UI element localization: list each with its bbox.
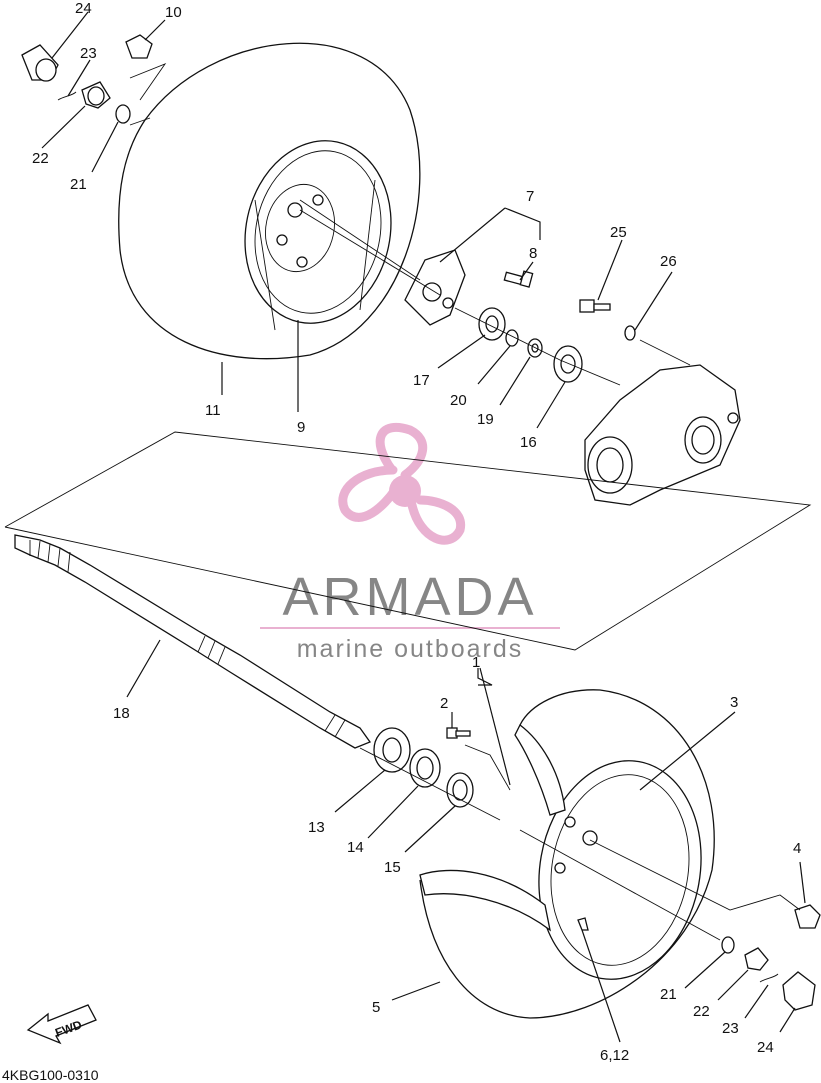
castle-nut-22-top: [81, 81, 111, 109]
washer-26: [624, 325, 636, 341]
seal-15: [446, 772, 474, 808]
hub-7: [404, 249, 466, 326]
callout-14: 14: [347, 839, 364, 856]
bottom-wheel: [419, 689, 715, 1019]
callout-6-12: 6,12: [600, 1047, 629, 1064]
bolt-25: [579, 299, 611, 313]
circlip-20: [505, 329, 519, 347]
castle-nut-22-bottom: [744, 947, 769, 971]
watermark-brand: ARMADA: [282, 567, 537, 627]
bearing-17: [478, 307, 506, 341]
callout-7: 7: [526, 188, 534, 205]
fwd-arrow: FWD: [26, 1004, 97, 1045]
callout-labels: 24 10 23 22 21 7 8 25 26 11 9 17 20 19 1…: [32, 0, 801, 1064]
callout-18: 18: [113, 705, 130, 722]
cap-24-bottom: [782, 971, 816, 1011]
callout-20: 20: [450, 392, 467, 409]
nut-4: [794, 904, 821, 929]
callout-23-top: 23: [80, 45, 97, 62]
diagram-code: 4KBG100-0310: [2, 1067, 99, 1083]
callout-21-top: 21: [70, 176, 87, 193]
bolt-8: [503, 270, 534, 288]
callout-1: 1: [472, 654, 480, 671]
callout-4: 4: [793, 840, 801, 857]
bearing-13: [373, 727, 411, 773]
callout-19: 19: [477, 411, 494, 428]
callout-24-bottom: 24: [757, 1039, 774, 1056]
axle-shaft-18: [14, 534, 372, 749]
callout-8: 8: [529, 245, 537, 262]
callout-17: 17: [413, 372, 430, 389]
cotter-pin-23-top: [57, 91, 77, 101]
callout-25: 25: [610, 224, 627, 241]
callout-5: 5: [372, 999, 380, 1016]
cotter-pin-23-bottom: [759, 973, 779, 983]
armada-logo: ARMADA marine outboards: [260, 422, 560, 663]
washer-21-top: [115, 104, 131, 124]
callout-3: 3: [730, 694, 738, 711]
callout-15: 15: [384, 859, 401, 876]
washer-21-bottom: [721, 936, 735, 954]
top-wheel: [118, 42, 421, 360]
bolt-2: [446, 727, 471, 739]
callout-24-top: 24: [75, 0, 92, 17]
exploded-frame: [4, 431, 812, 651]
cap-24-top: [21, 44, 59, 82]
callout-22-top: 22: [32, 150, 49, 167]
callout-21-bottom: 21: [660, 986, 677, 1003]
callout-9: 9: [297, 419, 305, 436]
callout-16: 16: [520, 434, 537, 451]
callout-13: 13: [308, 819, 325, 836]
callout-11: 11: [205, 402, 221, 419]
callout-23-bottom: 23: [722, 1020, 739, 1037]
final-gear-housing: [584, 364, 741, 506]
bearing-16: [553, 345, 583, 383]
callout-2: 2: [440, 695, 448, 712]
rim-9: [244, 140, 392, 324]
nut-10: [125, 34, 153, 59]
leader-lines: [41, 11, 806, 1043]
callout-10: 10: [165, 4, 182, 21]
watermark-tagline: marine outboards: [297, 635, 524, 663]
propeller-hub: [389, 475, 421, 507]
callout-22-bottom: 22: [693, 1003, 710, 1020]
callout-26: 26: [660, 253, 677, 270]
